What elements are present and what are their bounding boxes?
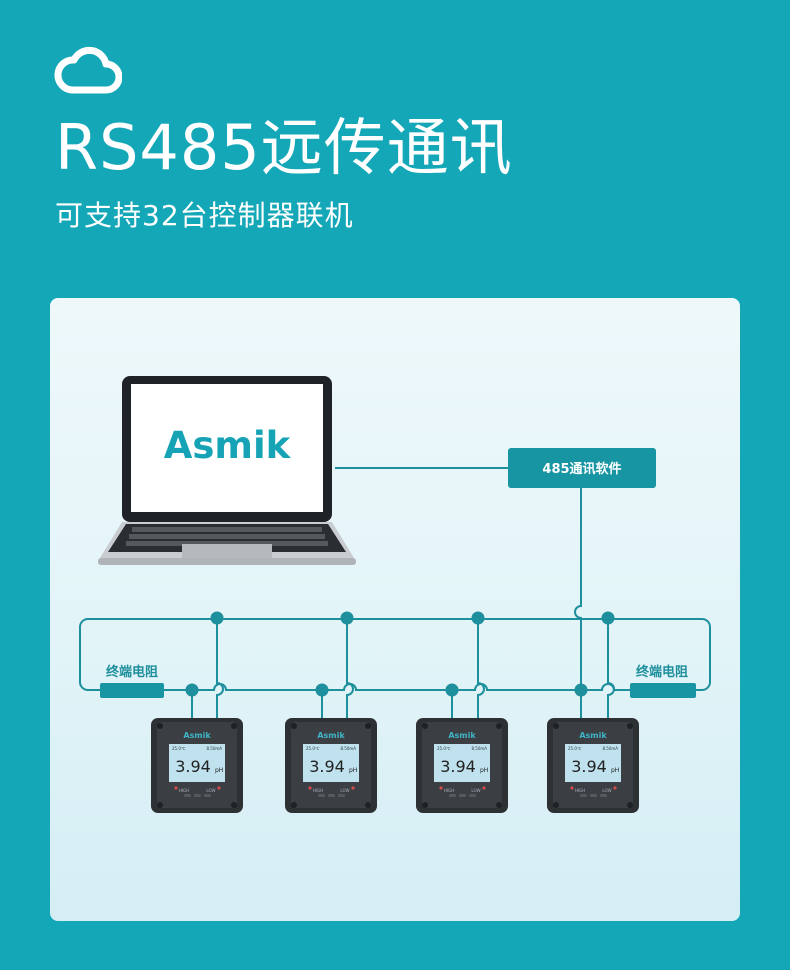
diagram-card: 终端电阻 终端电阻 485通讯软件 Asmik [50,298,740,921]
svg-text:HIGH: HIGH [444,788,454,793]
controller-4: Asmik 25.0℃ 8.50mA 3.94 pH HIGH LOW [547,718,639,813]
rs485-diagram: 终端电阻 终端电阻 485通讯软件 Asmik [79,376,711,813]
terminator-left-label: 终端电阻 [106,664,158,680]
svg-text:pH: pH [480,767,488,774]
software-label: 485通讯软件 [542,461,621,477]
svg-text:8.50mA: 8.50mA [340,746,356,751]
controller-value: 3.94 [571,757,607,776]
page-title: RS485远传通讯 [55,111,513,184]
junction-dots [185,611,615,697]
svg-text:25.0℃: 25.0℃ [306,746,320,751]
controller-value: 3.94 [309,757,345,776]
svg-text:25.0℃: 25.0℃ [568,746,582,751]
svg-text:pH: pH [611,767,619,774]
svg-text:8.50mA: 8.50mA [602,746,618,751]
page-subtitle: 可支持32台控制器联机 [55,199,354,232]
terminator-left: 终端电阻 [100,664,164,698]
controller-brand: Asmik [579,731,607,740]
svg-text:LOW: LOW [206,788,215,793]
svg-text:HIGH: HIGH [313,788,323,793]
svg-text:pH: pH [215,767,223,774]
terminator-right: 终端电阻 [630,664,696,698]
svg-text:HIGH: HIGH [179,788,189,793]
svg-text:pH: pH [349,767,357,774]
svg-text:HIGH: HIGH [575,788,585,793]
controller-brand: Asmik [183,731,211,740]
controller-2: Asmik 25.0℃ 8.50mA 3.94 pH HIGH LOW [285,718,377,813]
controller-value: 3.94 [175,757,211,776]
svg-text:8.50mA: 8.50mA [471,746,487,751]
svg-text:25.0℃: 25.0℃ [172,746,186,751]
svg-text:LOW: LOW [602,788,611,793]
terminator-right-label: 终端电阻 [636,664,688,680]
laptop-brand: Asmik [164,424,292,467]
software-box: 485通讯软件 [508,448,656,488]
svg-text:25.0℃: 25.0℃ [437,746,451,751]
controller-value: 3.94 [440,757,476,776]
svg-text:LOW: LOW [471,788,480,793]
controller-brand: Asmik [317,731,345,740]
controller-1: Asmik 25.0℃ 8.50mA 3.94 pH HIGH LOW [151,718,243,813]
controller-3: Asmik 25.0℃ 8.50mA 3.94 pH HIGH LOW [416,718,508,813]
laptop-illustration: Asmik [98,376,356,565]
cloud-icon [54,46,122,94]
svg-text:LOW: LOW [340,788,349,793]
svg-text:8.50mA: 8.50mA [206,746,222,751]
controller-brand: Asmik [448,731,476,740]
